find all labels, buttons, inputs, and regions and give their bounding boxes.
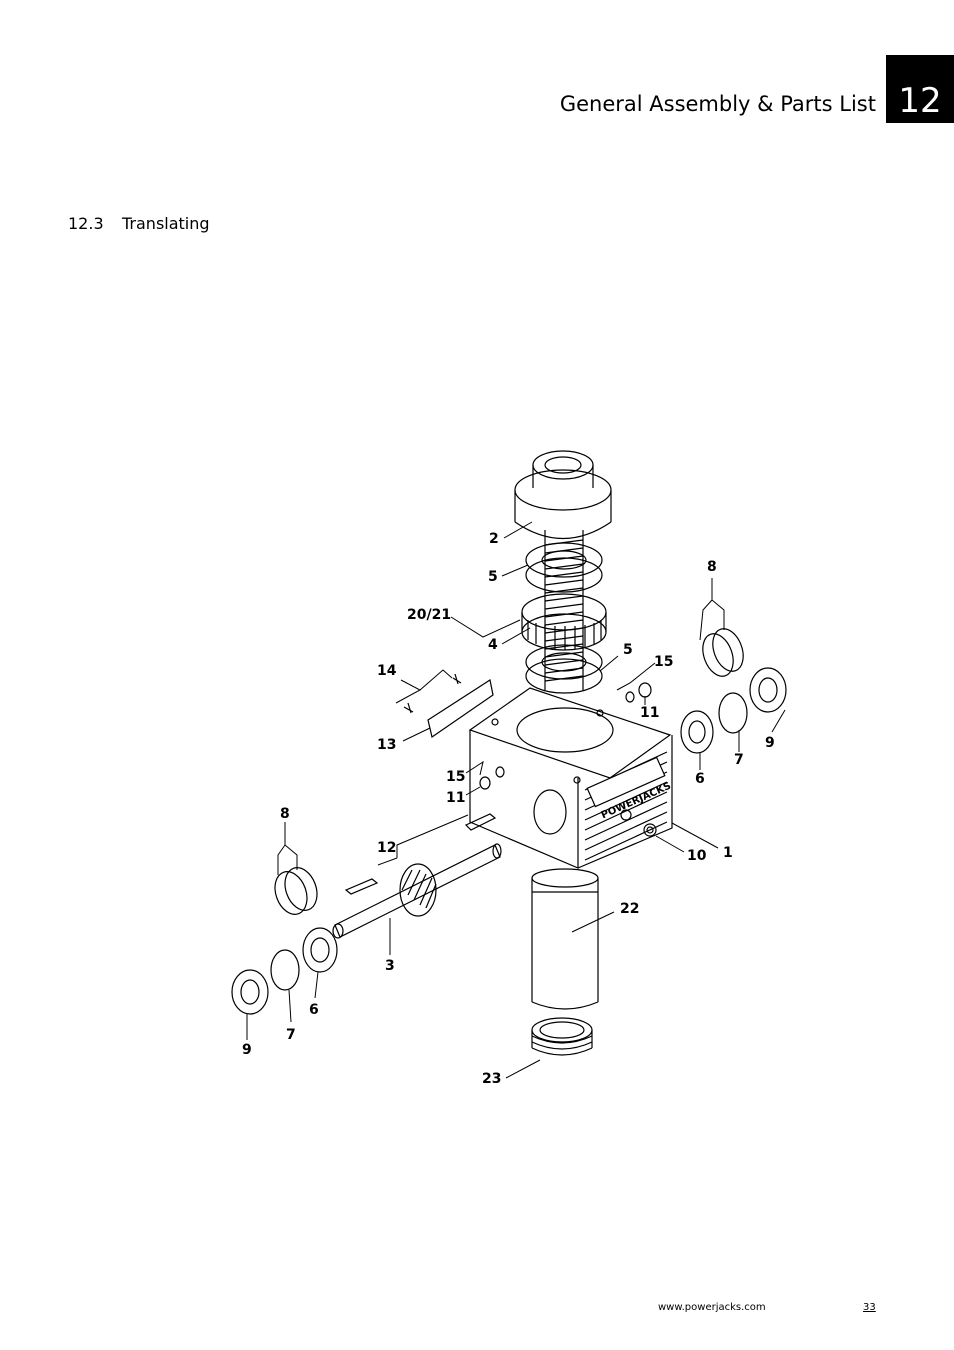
- part-keys: [344, 813, 497, 895]
- callout-6: 6: [695, 771, 705, 787]
- section-number: 12.3: [68, 214, 104, 233]
- callout-5: 5: [488, 569, 498, 585]
- callout-23: 23: [482, 1071, 501, 1087]
- callout-2: 2: [489, 531, 499, 547]
- footer-page-number: 33: [863, 1302, 876, 1313]
- part-end-cap: [531, 1017, 593, 1056]
- part-right-circlips: [702, 628, 744, 677]
- part-name-plate: [403, 673, 494, 738]
- page-title: General Assembly & Parts List: [559, 92, 876, 116]
- part-grease-nipple: [643, 823, 657, 837]
- part-lower-bearing: [525, 644, 603, 694]
- part-housing: [468, 687, 673, 869]
- callout-11: 11: [640, 705, 659, 721]
- section-heading: 12.3 Translating: [68, 214, 210, 233]
- footer-url[interactable]: www.powerjacks.com: [658, 1302, 766, 1313]
- part-upper-bearing: [525, 542, 603, 593]
- callout-6: 6: [309, 1002, 319, 1018]
- part-small-plug-left: [479, 766, 505, 790]
- chapter-tab: 12: [886, 55, 954, 123]
- callout-8: 8: [280, 806, 290, 822]
- part-worm-shaft: [332, 843, 502, 939]
- part-small-plug-top: [625, 682, 652, 703]
- callout-20-21: 20/21: [407, 607, 451, 623]
- chapter-number: 12: [898, 81, 942, 121]
- part-right-ring: [718, 692, 748, 734]
- part-left-bearing: [302, 927, 338, 973]
- leader-lines: [246, 521, 786, 1079]
- callout-15: 15: [654, 654, 673, 670]
- callout-9: 9: [242, 1042, 252, 1058]
- callout-8: 8: [707, 559, 717, 575]
- part-protection-tube: [531, 868, 599, 1010]
- callout-9: 9: [765, 735, 775, 751]
- callout-7: 7: [734, 752, 744, 768]
- callout-12: 12: [377, 840, 396, 856]
- part-worm-wheel: [521, 593, 607, 651]
- part-right-seal: [749, 667, 787, 713]
- part-left-ring: [270, 949, 300, 991]
- callout-1: 1: [723, 845, 733, 861]
- part-top-cap: [514, 450, 612, 539]
- lifting-screw: [544, 530, 584, 690]
- callout-3: 3: [385, 958, 395, 974]
- callout-22: 22: [620, 901, 639, 917]
- callout-5: 5: [623, 642, 633, 658]
- callout-13: 13: [377, 737, 396, 753]
- section-title: Translating: [122, 214, 210, 233]
- callout-15: 15: [446, 769, 465, 785]
- part-left-seal: [231, 969, 269, 1015]
- callout-7: 7: [286, 1027, 296, 1043]
- callout-4: 4: [488, 637, 498, 653]
- callout-11: 11: [446, 790, 465, 806]
- callout-10: 10: [687, 848, 707, 864]
- callout-14: 14: [377, 663, 397, 679]
- part-right-bearing: [680, 710, 714, 754]
- part-left-circlips: [274, 867, 318, 915]
